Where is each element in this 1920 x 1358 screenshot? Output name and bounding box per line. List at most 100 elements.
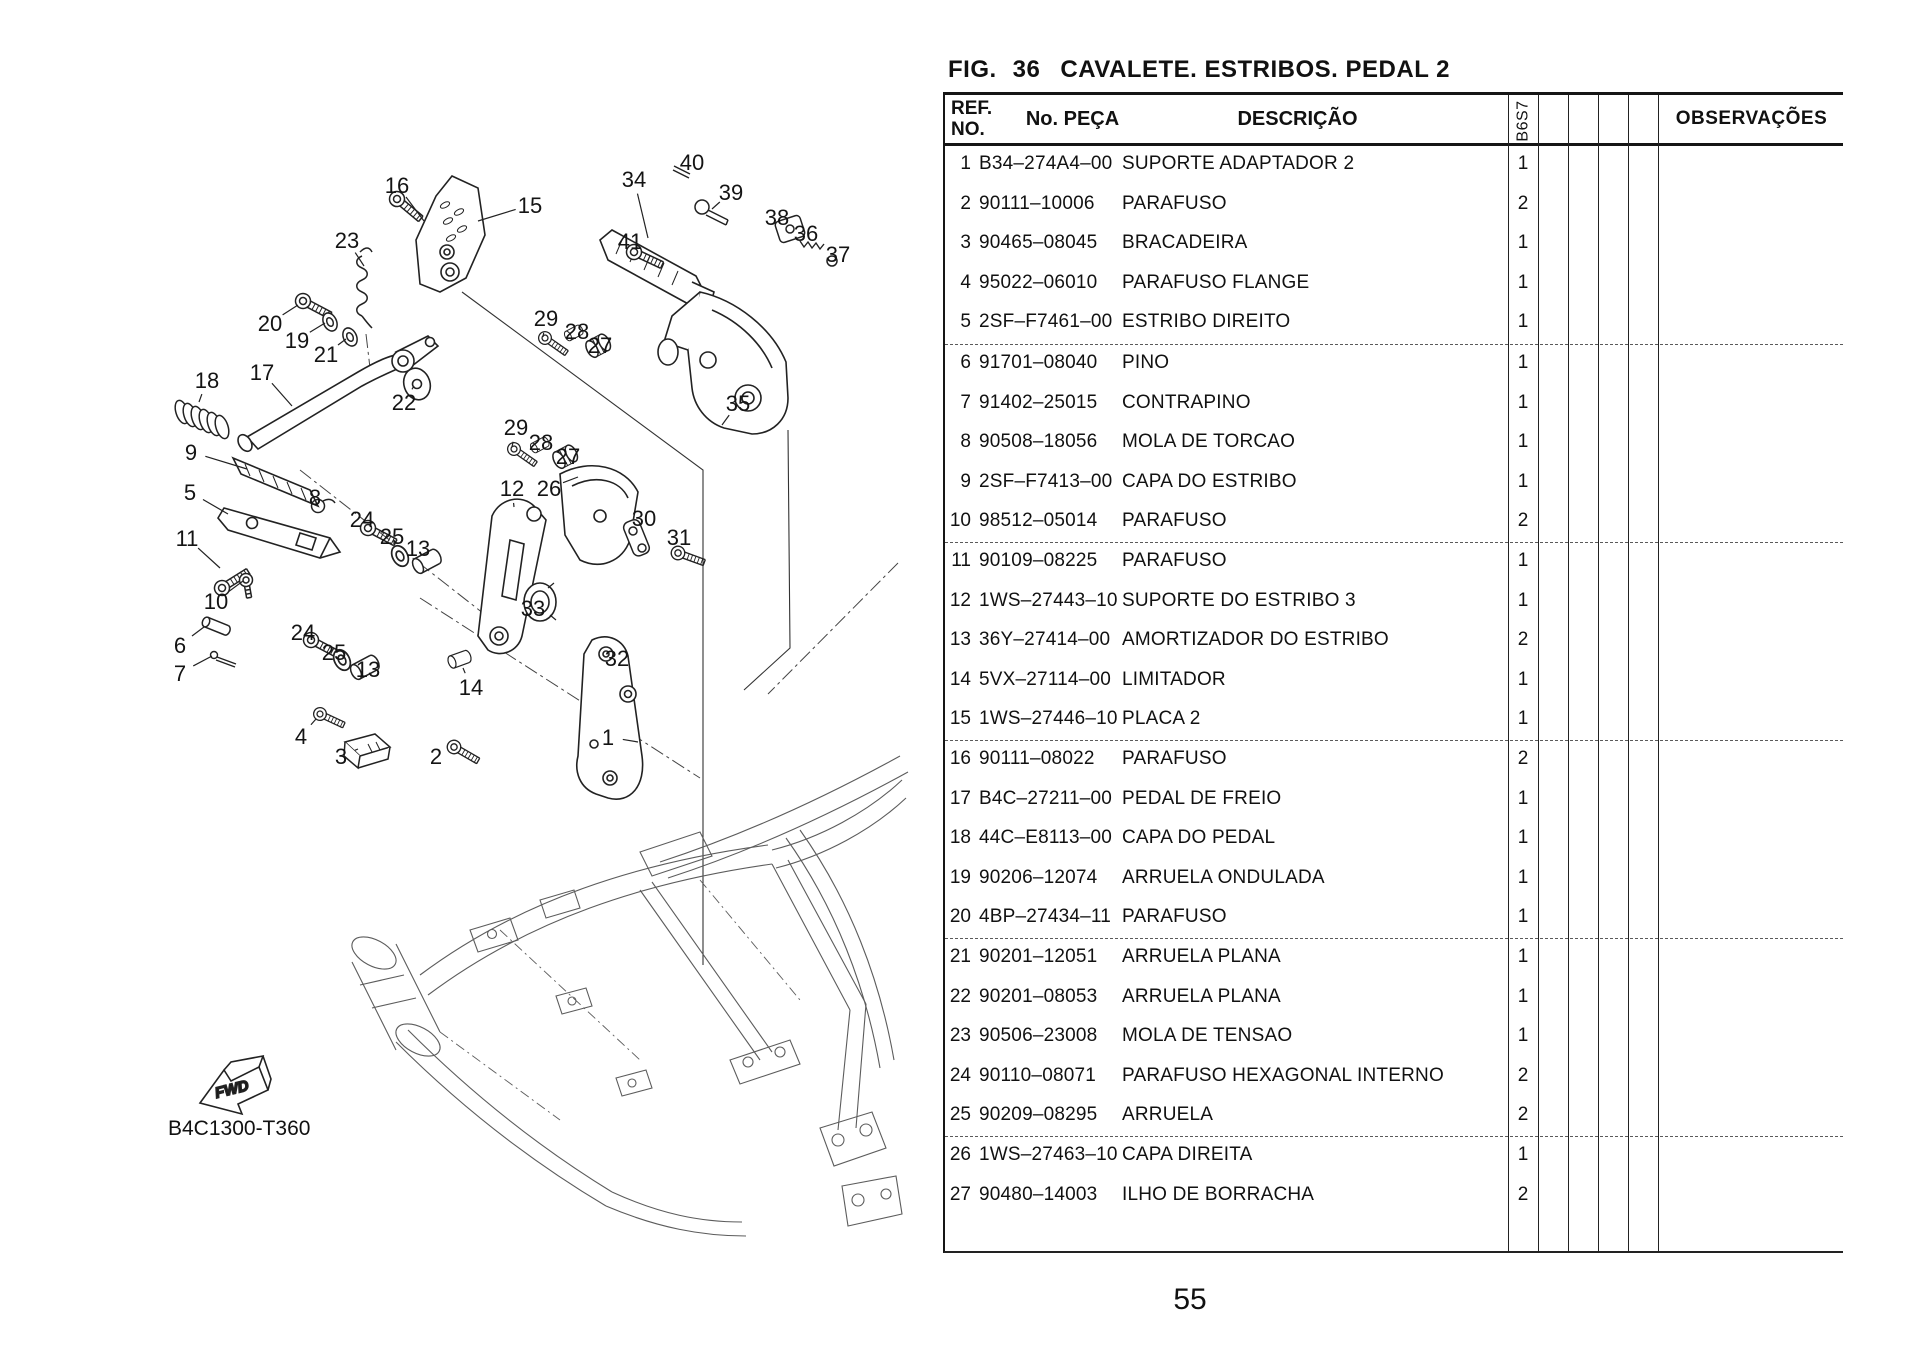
row-ref-no: 19 [949,866,971,888]
row-part-no: 1WS–27463–10 [979,1144,1118,1165]
callout-leader [711,201,721,210]
part-pin-39 [694,199,729,226]
row-quantity: 2 [1517,510,1529,532]
row-quantity: 1 [1517,1025,1529,1047]
callout-number: 34 [622,167,646,192]
row-ref-no: 20 [949,906,971,928]
callout-number: 40 [680,150,704,175]
callout-number: 3 [335,744,347,769]
callout-leader [354,748,359,751]
row-part-no: 5VX–27114–00 [979,668,1112,690]
row-description: PARAFUSO [1122,192,1227,214]
row-quantity: 2 [1517,748,1529,769]
row-description: LIMITADOR [1122,668,1226,690]
part-limiter-14 [445,648,474,670]
callout-leader [721,414,730,426]
column-line [1568,95,1569,1251]
row-description: AMORTIZADOR DO ESTRIBO [1122,629,1389,651]
row-description: ESTRIBO DIREITO [1122,311,1291,333]
callout-leader [198,393,203,403]
row-part-no: 98512–05014 [979,510,1098,532]
row-description: SUPORTE DO ESTRIBO 3 [1122,589,1356,611]
part-brake-pedal-17 [237,335,440,453]
row-part-no: 90111–10006 [979,192,1095,214]
figure-name: CAVALETE. ESTRIBOS. PEDAL 2 [1060,56,1450,83]
row-description: ARRUELA PLANA [1122,946,1281,967]
callout-number: 14 [459,675,483,700]
row-quantity: 1 [1517,866,1529,888]
callout-leader [337,338,347,346]
callout-number: 28 [565,319,589,344]
construction-lines [461,291,791,965]
row-ref-no: 5 [960,311,971,333]
row-ref-no: 3 [960,232,971,254]
row-quantity: 1 [1517,985,1529,1007]
row-quantity: 1 [1517,708,1529,730]
callout-number: 11 [176,526,199,551]
callout-number: 16 [385,173,409,198]
row-ref-no: 10 [949,510,971,532]
exploded-parts-diagram: FWD B4C1300-T360 16152320192117182234403… [168,150,909,1237]
row-quantity: 1 [1517,589,1529,611]
row-part-no: 95022–06010 [979,271,1098,293]
row-ref-no: 6 [960,352,971,373]
part-pedal-cover-18 [174,399,230,440]
row-quantity: 2 [1517,629,1529,651]
row-quantity: 1 [1517,787,1529,809]
row-part-no: 1WS–27443–10 [979,589,1118,611]
callout-number: 26 [537,476,561,501]
row-description: ILHO DE BORRACHA [1122,1183,1315,1205]
row-quantity: 2 [1517,192,1529,214]
row-description: ARRUELA PLANA [1122,985,1281,1007]
part-plate-2 [415,175,486,293]
part-footrest-pad-9 [231,456,320,508]
figure-number: 36 [1012,56,1041,83]
callout-number: 32 [605,646,629,671]
row-ref-no: 8 [960,431,971,453]
row-description: PARAFUSO [1122,748,1227,769]
callout-number: 15 [518,193,542,218]
fwd-arrow: FWD [198,1054,272,1116]
row-part-no: 36Y–27414–00 [979,629,1111,651]
row-description: PARAFUSO FLANGE [1122,271,1310,293]
callout-number: 30 [632,506,656,531]
callout-leader [477,208,516,222]
callout-leader [542,332,545,338]
row-part-no: 2SF–F7413–00 [979,470,1113,492]
part-screw-10 [237,571,257,600]
callout-number: 22 [392,390,416,415]
part-screw-2 [444,737,483,768]
row-ref-no: 24 [949,1064,971,1086]
callout-number: 38 [765,205,789,230]
row-description: PARAFUSO [1122,510,1227,532]
row-ref-no: 21 [949,946,971,967]
column-line [1628,95,1629,1251]
part-adapter-plate-1 [576,636,644,800]
callout-leader [309,322,326,333]
callout-leader [205,455,248,470]
callout-number: 36 [794,221,818,246]
row-part-no: B4C–27211–00 [979,787,1113,809]
callout-number: 31 [667,525,691,550]
row-part-no: 90206–12074 [979,866,1098,888]
part-clip-8 [310,498,336,514]
part-washer-22 [402,367,432,401]
row-ref-no: 9 [960,470,971,492]
row-part-no: 44C–E8113–00 [979,827,1113,849]
callout-number: 24 [291,620,315,645]
